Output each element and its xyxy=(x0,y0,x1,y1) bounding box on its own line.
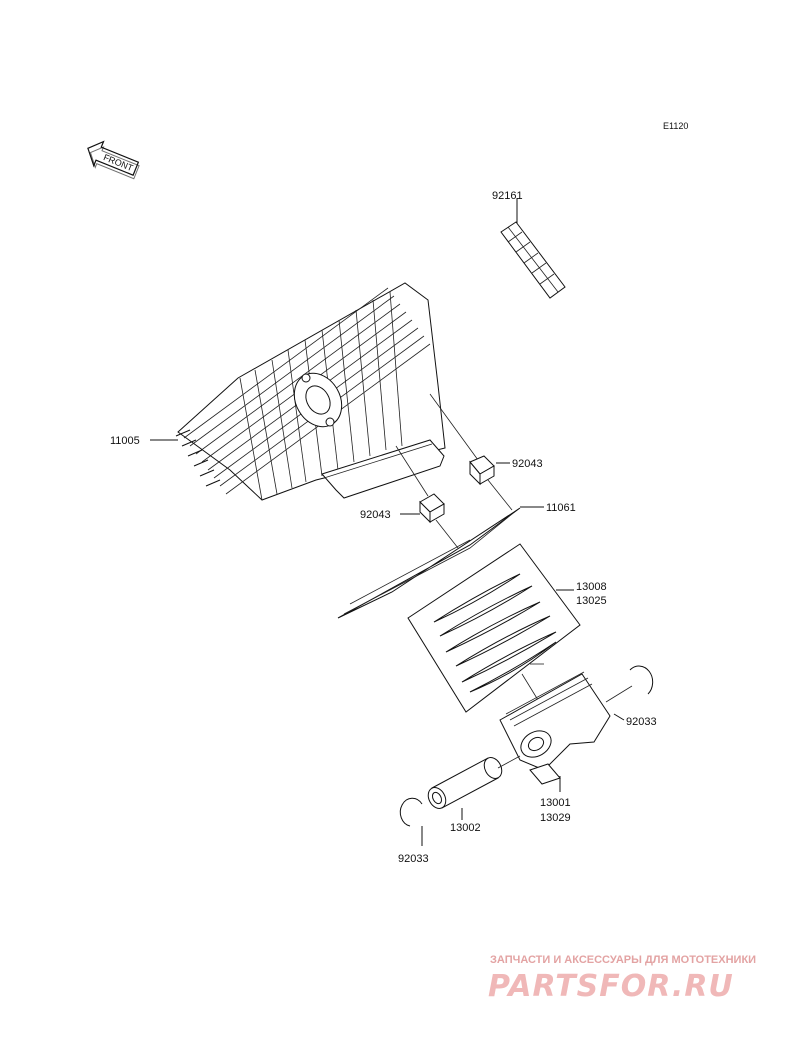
callout-92043-lower: 92043 xyxy=(360,509,391,521)
callout-92033-left: 92033 xyxy=(398,853,429,865)
watermark-subtitle: ЗАПЧАСТИ И АКСЕССУАРЫ ДЛЯ МОТОТЕХНИКИ xyxy=(490,954,756,966)
callout-13001: 13001 xyxy=(540,797,571,809)
watermark-brand: PARTSFOR.RU xyxy=(488,969,734,1004)
callout-11005: 11005 xyxy=(110,435,140,447)
part-92033-circlip-right xyxy=(605,665,654,703)
callout-13002: 13002 xyxy=(450,822,481,834)
callout-13025: 13025 xyxy=(576,595,607,607)
part-92043-dowel-pin-lower xyxy=(395,445,459,549)
diagram-code: E1120 xyxy=(663,121,688,131)
part-92043-dowel-pin-upper xyxy=(429,393,513,511)
callout-13029: 13029 xyxy=(540,812,571,824)
callout-11061: 11061 xyxy=(546,502,576,514)
front-arrow-icon: FRONT xyxy=(87,140,140,180)
part-11005-cylinder xyxy=(175,282,446,501)
callout-92033-right: 92033 xyxy=(626,716,657,728)
callout-13008: 13008 xyxy=(576,581,607,593)
part-13002-piston-pin xyxy=(427,755,521,809)
callout-92043-upper: 92043 xyxy=(512,458,543,470)
callout-92161: 92161 xyxy=(492,190,523,202)
part-92161-rubber-damper xyxy=(500,198,566,299)
part-13001-piston xyxy=(499,671,611,785)
part-11061-base-gasket xyxy=(337,507,521,619)
part-13008-piston-ring-set xyxy=(407,543,581,713)
part-92033-circlip-left xyxy=(399,797,423,827)
